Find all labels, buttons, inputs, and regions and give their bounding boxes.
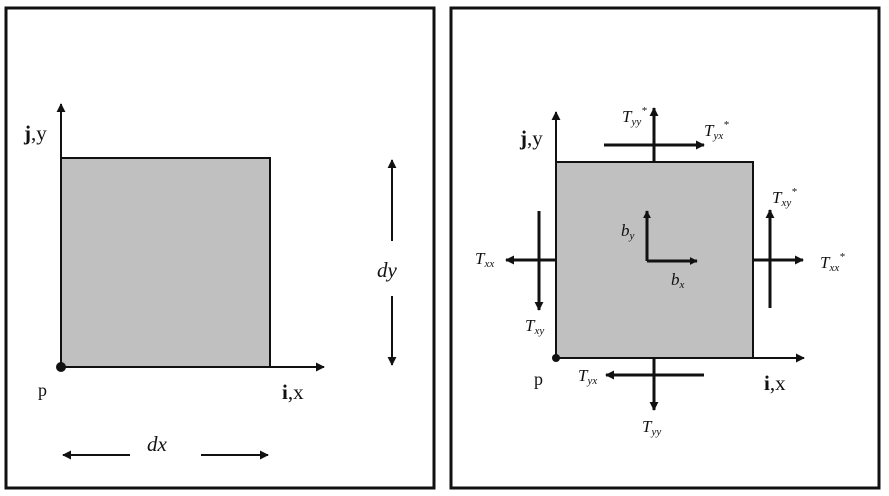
txy-left-label: Txy [525,316,544,337]
left-origin-point [56,362,66,372]
left-origin-label: p [38,380,47,400]
left-x-axis-label: i,x [282,380,304,404]
dx-label: dx [147,432,168,456]
body-force-y-label: by [621,221,635,242]
txx-left-label: Txx [475,249,494,270]
right-origin-point [552,354,560,362]
left-element-square [60,157,271,368]
dy-label: dy [377,258,398,282]
tyy-bottom-label: Tyy [642,417,661,438]
left-y-axis-label: j,y [23,121,47,145]
right-y-axis-label: j,y [519,126,543,150]
tyy-top-label: Tyy* [622,105,647,128]
right-origin-label: p [534,369,543,389]
right-panel: j,y i,x p Tyy* Tyx* Txy* Txx* Txx Txy Ty… [449,6,881,490]
body-force-x-label: bx [671,270,685,291]
right-x-axis-label: i,x [764,371,786,395]
txy-right-label: Txy* [772,186,797,209]
txx-right-label: Txx* [820,251,845,274]
tyx-bottom-label: Tyx [578,366,597,387]
left-panel: j,y i,x p dx dy [4,6,436,490]
tyx-top-label: Tyx* [704,119,729,142]
